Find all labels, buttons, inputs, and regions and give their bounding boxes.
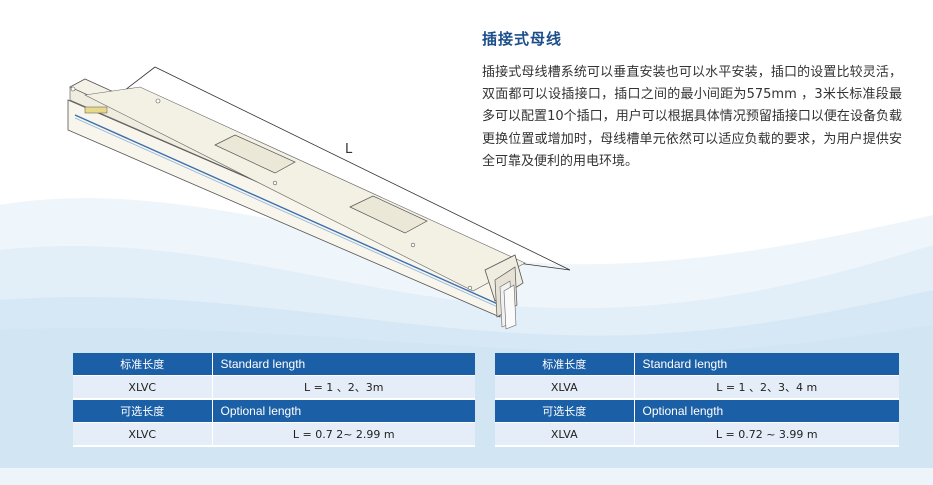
- optional-length-row: XLVA L = 0.72 ~ 3.99 m: [495, 422, 899, 447]
- optional-length-en: Optional length: [634, 399, 899, 423]
- optional-length-cn: 可选长度: [495, 399, 635, 423]
- section-body: 插接式母线槽系统可以垂直安装也可以水平安装，插口的设置比较灵活，双面都可以设插接…: [482, 65, 902, 169]
- optional-length-header-row: 可选长度 Optional length: [73, 399, 475, 423]
- standard-length-en: Standard length: [634, 353, 899, 376]
- standard-length-row: XLVA L = 1 、2、3、4 m: [495, 375, 899, 400]
- standard-length-cn: 标准长度: [495, 353, 635, 376]
- section-title: 插接式母线: [482, 30, 563, 48]
- model-cell: XLVA: [495, 375, 635, 400]
- spec-table-xlvc: 标准长度 Standard length XLVC L = 1 、2、3m 可选…: [73, 353, 475, 447]
- value-cell: L = 0.72 ~ 3.99 m: [634, 422, 899, 447]
- standard-length-en: Standard length: [212, 353, 475, 376]
- value-cell: L = 1 、2、3、4 m: [634, 375, 899, 400]
- standard-length-cn: 标准长度: [73, 353, 213, 376]
- value-cell: L = 1 、2、3m: [212, 375, 475, 400]
- standard-length-header-row: 标准长度 Standard length: [495, 353, 899, 376]
- optional-length-en: Optional length: [212, 399, 475, 423]
- spec-table-xlva: 标准长度 Standard length XLVA L = 1 、2、3、4 m…: [495, 353, 899, 447]
- standard-length-row: XLVC L = 1 、2、3m: [73, 375, 475, 400]
- optional-length-row: XLVC L = 0.7 2~ 2.99 m: [73, 422, 475, 447]
- value-cell: L = 0.7 2~ 2.99 m: [212, 422, 475, 447]
- model-cell: XLVC: [73, 375, 213, 400]
- model-cell: XLVC: [73, 422, 213, 447]
- optional-length-cn: 可选长度: [73, 399, 213, 423]
- standard-length-header-row: 标准长度 Standard length: [73, 353, 475, 376]
- length-label: L: [345, 142, 353, 157]
- optional-length-header-row: 可选长度 Optional length: [495, 399, 899, 423]
- product-description: 插接式母线 插接式母线槽系统可以垂直安装也可以水平安装，插口的设置比较灵活，双面…: [482, 28, 902, 173]
- model-cell: XLVA: [495, 422, 635, 447]
- busbar-illustration: L: [67, 66, 571, 330]
